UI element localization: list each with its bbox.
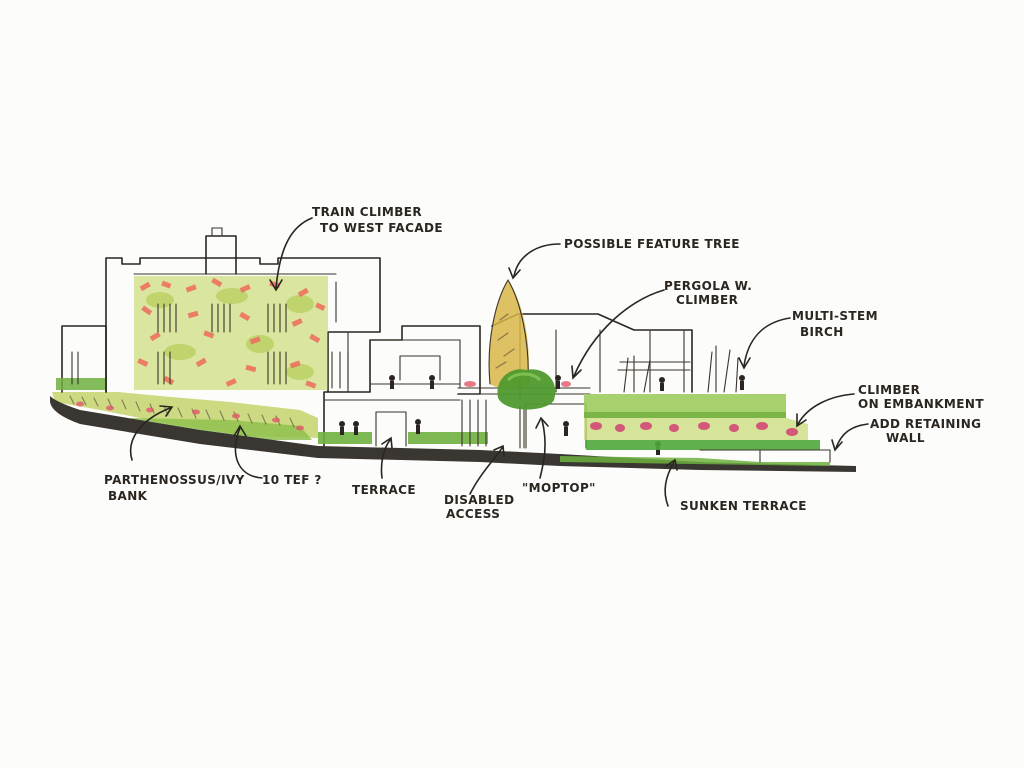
- label-ivy-2: BANK: [108, 489, 148, 503]
- arrow-retaining-head: [831, 439, 843, 452]
- arrow-train-climber-head: [269, 279, 283, 292]
- arrow-tef-head: [233, 424, 247, 437]
- label-birch-2: BIRCH: [800, 325, 844, 339]
- arrow-ivy-head: [159, 405, 174, 417]
- facade-edge: [327, 331, 349, 393]
- arrow-feature-tree: [513, 243, 561, 277]
- ramp-stair: [461, 399, 487, 447]
- label-train-climber-2: TO WEST FACADE: [320, 221, 443, 235]
- arrow-moptop-head: [535, 416, 549, 429]
- terrace-figures: [339, 375, 435, 435]
- arrow-sunken: [664, 461, 675, 507]
- multi-stem-birch: [623, 345, 739, 393]
- arrow-embankment: [797, 393, 855, 425]
- label-feature-tree: POSSIBLE FEATURE TREE: [564, 237, 740, 251]
- label-embankment-1: CLIMBER: [858, 383, 920, 397]
- arrow-access-head: [493, 444, 505, 457]
- left-wing-hedge: [56, 378, 106, 390]
- label-sunken: SUNKEN TERRACE: [680, 499, 807, 513]
- ivy-bank-green: [130, 418, 312, 440]
- terrace-pavilion: [318, 325, 591, 447]
- arrow-tef: [234, 427, 263, 479]
- pavilion-window: [399, 355, 441, 381]
- facade-climber-leaves: [146, 288, 314, 380]
- label-moptop: "MOPTOP": [522, 481, 596, 495]
- label-pergola-1: PERGOLA W.: [664, 279, 752, 293]
- arrow-birch-head: [738, 357, 751, 370]
- main-block-outline: [105, 257, 381, 393]
- chimney-cap: [211, 227, 223, 237]
- annotation-arrows: [129, 217, 869, 507]
- arrow-moptop: [539, 419, 546, 479]
- arrow-pergola: [573, 289, 665, 377]
- arrow-train-climber: [275, 217, 313, 289]
- embankment-blossom: [590, 422, 798, 436]
- pavilion-roof: [369, 339, 461, 389]
- label-train-climber-1: TRAIN CLIMBER: [312, 205, 422, 219]
- label-access-1: DISABLED: [444, 493, 515, 507]
- main-building: [56, 227, 381, 393]
- pavilion-ledge: [323, 383, 461, 401]
- retaining-wall: [699, 449, 831, 463]
- label-pergola-2: CLIMBER: [676, 293, 738, 307]
- pergola-lower-wall: [525, 403, 587, 449]
- label-access-2: ACCESS: [446, 507, 500, 521]
- embankment-climber: [584, 418, 808, 440]
- arrow-ivy: [129, 407, 171, 461]
- arrow-birch: [743, 317, 791, 367]
- railing-blossom: [464, 381, 571, 387]
- arrow-retaining: [835, 423, 869, 449]
- right-garden: [560, 345, 831, 466]
- moptop-tree: [497, 369, 556, 449]
- chimney: [205, 235, 237, 275]
- pavilion-outline: [323, 325, 481, 447]
- moptop-highlight: [506, 372, 542, 382]
- facade-windows: [157, 281, 349, 389]
- moptop-trunk: [519, 405, 525, 449]
- arrow-sunken-head: [665, 458, 678, 471]
- pergola-figures: [555, 375, 665, 455]
- moptop-canopy: [497, 369, 556, 410]
- label-tef: 10 TEF ?: [262, 473, 322, 487]
- arrow-terrace: [380, 439, 391, 479]
- annotation-labels: TRAIN CLIMBER TO WEST FACADE POSSIBLE FE…: [104, 205, 984, 521]
- arrow-feature-tree-head: [508, 267, 521, 280]
- feature-tree-texture: [495, 313, 515, 369]
- lower-hedge: [586, 440, 820, 450]
- terrace-planter-2: [408, 432, 488, 444]
- birch-figure: [739, 375, 745, 390]
- label-embankment-2: ON EMBANKMENT: [858, 397, 984, 411]
- label-retaining-1: ADD RETAINING: [870, 417, 981, 431]
- sunken-terrace-lawn: [560, 456, 830, 466]
- arrow-pergola-head: [571, 365, 582, 380]
- label-retaining-2: WALL: [886, 431, 925, 445]
- pergola-beam: [617, 361, 691, 371]
- left-wing-window: [71, 351, 79, 385]
- facade-blossom: [137, 277, 326, 389]
- label-ivy-1: PARTHENOSSUS/IVY: [104, 473, 245, 487]
- upper-hedge-shadow: [584, 412, 786, 418]
- arrow-terrace-head: [381, 436, 393, 449]
- label-birch-1: MULTI-STEM: [792, 309, 878, 323]
- bank-blossom: [76, 401, 304, 431]
- arrow-embankment-head: [796, 413, 807, 428]
- pavilion-door: [375, 411, 407, 447]
- terrace-planter-1: [318, 432, 372, 444]
- label-terrace: TERRACE: [352, 483, 416, 497]
- arrow-access: [469, 447, 503, 495]
